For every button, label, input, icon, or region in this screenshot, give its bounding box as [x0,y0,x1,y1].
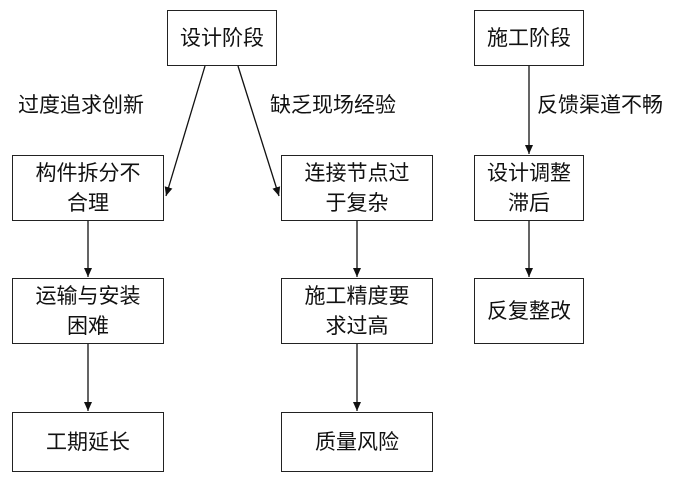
quality-risk-box: 质量风险 [281,412,433,472]
design-adjust-lag-box: 设计调整 滞后 [474,155,584,221]
arrow-design-to-node-complex [237,65,281,197]
schedule-delay-box: 工期延长 [12,412,164,472]
construction-phase-box: 施工阶段 [474,10,584,66]
design-phase-box: 设计阶段 [167,10,277,66]
precision-high-box: 施工精度要 求过高 [281,278,433,344]
over-innovation-label: 过度追求创新 [18,93,144,117]
arrow-design-to-component-split [164,65,206,197]
lack-field-experience-label: 缺乏现场经验 [270,93,396,117]
component-split-box: 构件拆分不 合理 [12,155,164,221]
node-complex-box: 连接节点过 于复杂 [281,155,433,221]
feedback-blocked-label: 反馈渠道不畅 [537,93,663,117]
repeated-rework-box: 反复整改 [474,278,584,344]
transport-install-box: 运输与安装 困难 [12,278,164,344]
